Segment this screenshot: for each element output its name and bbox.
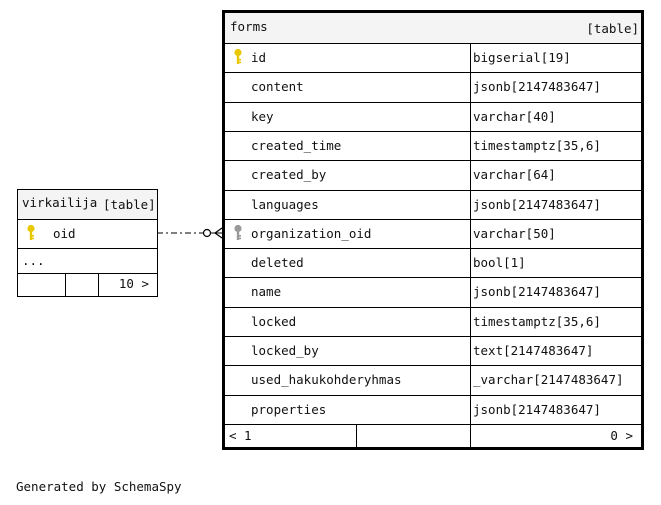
- virkailija-divider: [18, 219, 157, 220]
- forms-row-divider: [225, 160, 641, 161]
- forms-row-divider: [225, 219, 641, 220]
- virkailija-footer-right[interactable]: 10 >: [118, 276, 149, 291]
- forms-column-type: varchar[64]: [473, 167, 556, 182]
- forms-footer-sep: [356, 424, 357, 447]
- forms-column-name[interactable]: languages: [251, 197, 319, 212]
- virkailija-footer-sep: [65, 273, 66, 296]
- forms-column-name[interactable]: id: [251, 50, 267, 65]
- forms-footer-divider: [225, 424, 641, 425]
- forms-column-type: jsonb[2147483647]: [473, 79, 601, 94]
- forms-row-divider: [225, 277, 641, 278]
- foreign-key-icon: [234, 224, 242, 240]
- forms-column-type: text[2147483647]: [473, 343, 594, 358]
- forms-row-divider: [225, 72, 641, 73]
- virkailija-footer-sep: [98, 273, 99, 296]
- forms-row-divider: [225, 395, 641, 396]
- forms-column-name[interactable]: key: [251, 109, 274, 124]
- virkailija-table-name: virkailija: [22, 195, 98, 210]
- forms-column-type: jsonb[2147483647]: [473, 284, 601, 299]
- forms-table-type-label: [table]: [586, 21, 639, 36]
- forms-table[interactable]: forms [table] id bigserial[19] content json…: [222, 10, 644, 450]
- forms-column-type: bigserial[19]: [473, 50, 571, 65]
- forms-column-name[interactable]: used_hakukohderyhmas: [251, 372, 402, 387]
- forms-column-name[interactable]: locked: [251, 314, 297, 329]
- forms-column-name[interactable]: created_by: [251, 167, 327, 182]
- forms-column-name[interactable]: created_time: [251, 138, 342, 153]
- virkailija-table-header[interactable]: [18, 190, 157, 219]
- forms-column-type: timestamptz[35,6]: [473, 314, 601, 329]
- forms-column-name[interactable]: deleted: [251, 255, 304, 270]
- forms-column-type: _varchar[2147483647]: [473, 372, 624, 387]
- forms-column-type: timestamptz[35,6]: [473, 138, 601, 153]
- forms-row-divider: [225, 248, 641, 249]
- forms-row-divider: [225, 131, 641, 132]
- forms-column-name[interactable]: locked_by: [251, 343, 319, 358]
- forms-column-name[interactable]: content: [251, 79, 304, 94]
- forms-row-divider: [225, 102, 641, 103]
- forms-column-name[interactable]: organization_oid: [251, 226, 372, 241]
- forms-column-name[interactable]: name: [251, 284, 282, 299]
- virkailija-divider: [18, 248, 157, 249]
- forms-column-divider: [470, 43, 471, 447]
- primary-key-icon: [27, 224, 35, 240]
- forms-column-type: jsonb[2147483647]: [473, 402, 601, 417]
- forms-row-divider: [225, 190, 641, 191]
- forms-row-divider: [225, 365, 641, 366]
- relationship-connector: [157, 227, 223, 239]
- primary-key-icon: [234, 48, 242, 64]
- forms-row-divider: [225, 307, 641, 308]
- virkailija-table[interactable]: virkailija [table] oid ... 10 >: [17, 189, 158, 297]
- forms-table-header[interactable]: [225, 13, 641, 43]
- virkailija-ellipsis: ...: [22, 253, 45, 268]
- forms-row-divider: [225, 336, 641, 337]
- forms-footer-left[interactable]: < 1: [229, 428, 252, 443]
- forms-column-type: varchar[40]: [473, 109, 556, 124]
- virkailija-column-oid[interactable]: oid: [53, 226, 76, 241]
- forms-column-type: bool[1]: [473, 255, 526, 270]
- forms-column-type: jsonb[2147483647]: [473, 197, 601, 212]
- virkailija-footer-divider: [18, 273, 157, 274]
- generated-by-footer: Generated by SchemaSpy: [16, 479, 182, 494]
- forms-table-name: forms: [230, 19, 268, 34]
- forms-row-divider: [225, 43, 641, 44]
- virkailija-table-type-label: [table]: [103, 197, 156, 212]
- forms-column-name[interactable]: properties: [251, 402, 327, 417]
- forms-column-type: varchar[50]: [473, 226, 556, 241]
- forms-footer-right[interactable]: 0 >: [610, 428, 633, 443]
